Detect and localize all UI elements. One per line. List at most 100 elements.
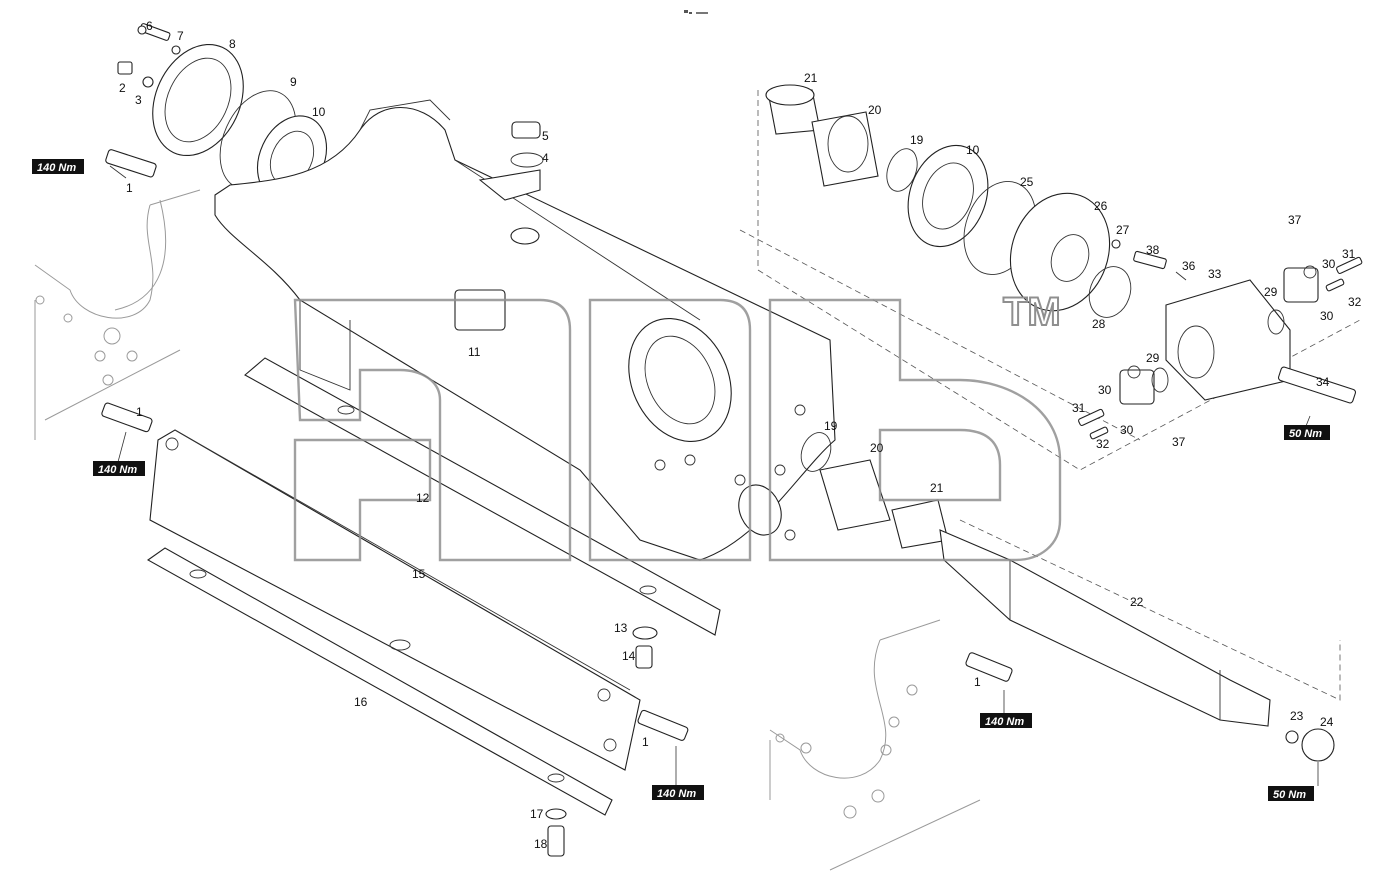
washer-27 <box>1111 239 1121 249</box>
callout-18: 18 <box>534 837 548 851</box>
washer-3 <box>142 76 154 88</box>
torque-label-2: 140 Nm <box>93 461 145 476</box>
callout-16: 16 <box>354 695 368 709</box>
top-toolbar-icon[interactable] <box>684 10 708 14</box>
torque-label-6: 50 Nm <box>1268 786 1314 801</box>
callout-2: 2 <box>119 81 126 95</box>
bearing-cover-8 <box>152 43 244 157</box>
breather-5 <box>511 121 541 139</box>
bolt-1-lower <box>637 709 689 741</box>
watermark-logo: TM <box>293 289 1062 562</box>
callout-33: 33 <box>1208 267 1222 281</box>
o-ring-4 <box>510 152 544 168</box>
callout-36: 36 <box>1182 259 1196 273</box>
callout-10: 10 <box>312 105 326 119</box>
bolt-38 <box>1133 250 1167 270</box>
callout-21: 21 <box>804 71 818 85</box>
torque-label-1: 140 Nm <box>32 159 84 174</box>
circlip-19-lower <box>800 432 832 472</box>
washer-23 <box>1285 730 1299 744</box>
o-ring-29-upper <box>1267 309 1285 335</box>
callout-32: 32 <box>1096 437 1110 451</box>
callout-12: 12 <box>416 491 430 505</box>
bushing-21-upper <box>765 84 821 135</box>
callout-13: 13 <box>614 621 628 635</box>
callout-37: 37 <box>1172 435 1186 449</box>
bearing-10-right <box>907 144 989 248</box>
key-36 <box>1175 271 1187 281</box>
callout-8: 8 <box>229 37 236 51</box>
callout-10: 10 <box>966 143 980 157</box>
elbow-fitting-37-lower <box>1119 365 1155 405</box>
callout-4: 4 <box>542 151 549 165</box>
o-ring-29-lower <box>1151 367 1169 393</box>
frame-outline-right <box>769 619 981 871</box>
plug-2 <box>117 61 133 75</box>
svg-text:140 Nm: 140 Nm <box>37 162 76 174</box>
svg-text:140 Nm: 140 Nm <box>657 788 696 800</box>
callout-22: 22 <box>1130 595 1144 609</box>
callout-11: 11 <box>468 345 481 359</box>
callout-1: 1 <box>126 181 133 195</box>
callout-26: 26 <box>1094 199 1108 213</box>
washer-17 <box>545 808 567 820</box>
bolt-1-upper <box>105 149 157 178</box>
callout-24: 24 <box>1320 715 1334 729</box>
torque-label-3: 140 Nm <box>652 785 704 800</box>
circlip-19-upper <box>886 148 918 192</box>
bolt-18 <box>547 825 565 857</box>
bushing-20-upper <box>811 111 879 187</box>
callout-29: 29 <box>1146 351 1160 365</box>
callout-21: 21 <box>930 481 944 495</box>
callout-19: 19 <box>824 419 838 433</box>
callout-25: 25 <box>1020 175 1034 189</box>
callout-3: 3 <box>135 93 142 107</box>
callout-1: 1 <box>642 735 649 749</box>
callout-31: 31 <box>1342 247 1356 261</box>
callout-32: 32 <box>1348 295 1362 309</box>
drive-shaft-22 <box>939 529 1271 727</box>
o-ring-28 <box>1088 266 1132 318</box>
elbow-fitting-37-upper <box>1283 265 1319 303</box>
callout-30: 30 <box>1120 423 1134 437</box>
callout-6: 6 <box>146 19 153 33</box>
bolt-32-upper <box>1325 278 1345 292</box>
svg-text:140 Nm: 140 Nm <box>98 464 137 476</box>
callout-17: 17 <box>530 807 544 821</box>
wear-plate-12 <box>244 357 721 636</box>
torque-label-4: 140 Nm <box>980 713 1032 728</box>
callout-23: 23 <box>1290 709 1304 723</box>
callout-38: 38 <box>1146 243 1160 257</box>
torque-leaders <box>109 165 1319 786</box>
callout-20: 20 <box>868 103 882 117</box>
bolt-1-left <box>101 402 153 433</box>
svg-text:50 Nm: 50 Nm <box>1289 428 1322 440</box>
callout-14: 14 <box>622 649 636 663</box>
bolt-6 <box>137 23 171 41</box>
washer-7 <box>171 45 181 55</box>
callout-1: 1 <box>136 405 143 419</box>
bolt-34 <box>1277 366 1357 404</box>
callout-30: 30 <box>1320 309 1334 323</box>
callout-9: 9 <box>290 75 297 89</box>
callout-37: 37 <box>1288 213 1302 227</box>
callout-20: 20 <box>870 441 884 455</box>
callout-34: 34 <box>1316 375 1330 389</box>
washer-13 <box>632 626 658 640</box>
bracket-11 <box>454 289 506 331</box>
callout-30: 30 <box>1322 257 1336 271</box>
bushing-20-lower <box>819 459 891 531</box>
callout-5: 5 <box>542 129 549 143</box>
frame-outline-left <box>34 189 201 440</box>
svg-text:140 Nm: 140 Nm <box>985 716 1024 728</box>
cover-26 <box>1009 192 1111 312</box>
callout-1: 1 <box>974 675 981 689</box>
stabilizer-15 <box>149 429 641 771</box>
callout-labels: 6 7 8 2 3 9 10 5 4 1 11 1 12 15 13 14 16… <box>119 19 1362 851</box>
callout-19: 19 <box>910 133 924 147</box>
callout-31: 31 <box>1072 401 1086 415</box>
wear-plate-16 <box>146 547 613 816</box>
torque-label-5: 50 Nm <box>1284 425 1330 440</box>
